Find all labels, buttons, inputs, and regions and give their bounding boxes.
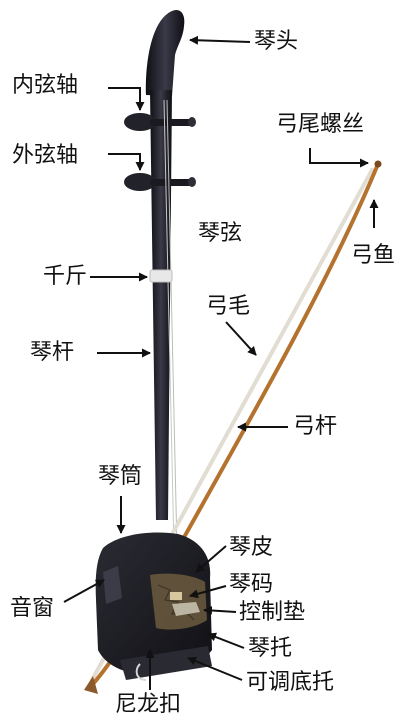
instrument-head: [145, 9, 185, 96]
arrow-qin-pi: [195, 545, 227, 573]
bow-frog: [84, 676, 98, 694]
arrow-gong-mao: [225, 321, 257, 356]
label-nei-xian-zhou: 内弦轴: [12, 73, 79, 98]
arrow-qin-ma: [189, 585, 227, 599]
label-gong-wei-luo-si: 弓尾螺丝: [276, 112, 365, 137]
label-ni-long-kou: 尼龙扣: [115, 692, 182, 717]
instrument-string-b: [166, 99, 179, 596]
instrument-bridge: [170, 592, 182, 600]
label-kong-zhi-dian: 控制垫: [239, 600, 306, 625]
label-qin-tong: 琴筒: [98, 464, 143, 489]
label-ke-tiao-di-tuo: 可调底托: [246, 670, 335, 695]
label-gong-mao: 弓毛: [206, 294, 251, 319]
arrow-wai-xian-zhou: [108, 153, 145, 171]
label-gong-yu: 弓鱼: [351, 243, 396, 268]
arrow-nei-xian-zhou: [108, 87, 145, 111]
instrument-base: [120, 646, 212, 680]
label-qin-ma: 琴码: [229, 572, 274, 597]
label-qin-tuo: 琴托: [248, 636, 293, 661]
nylon-loop: [135, 663, 147, 681]
label-qin-tou: 琴头: [254, 29, 299, 54]
label-wai-xian-zhou: 外弦轴: [12, 143, 79, 168]
instrument-string-a: [163, 99, 176, 596]
inner-tuning-peg: [124, 113, 196, 131]
outer-tuning-peg: [124, 173, 196, 191]
sound-window: [103, 566, 122, 604]
label-qin-pi: 琴皮: [229, 535, 274, 560]
label-qin-xian: 琴弦: [198, 221, 243, 246]
label-qin-gan: 琴杆: [30, 340, 75, 365]
arrow-qin-tou: [189, 35, 251, 45]
arrow-gong-wei-luo-si: [309, 148, 369, 168]
arrow-qin-tuo: [207, 632, 245, 649]
label-qian-jin: 千斤: [43, 264, 88, 289]
arrow-ke-tiao-di-tuo: [187, 656, 243, 681]
bow-screw: [374, 160, 382, 168]
control-pad: [172, 602, 200, 616]
arrow-kong-zhi-dian: [203, 606, 237, 615]
qianjin-wrap: [149, 269, 173, 283]
label-gong-gan: 弓杆: [293, 414, 338, 439]
arrow-yin-chuang: [63, 579, 105, 603]
label-yin-chuang: 音窗: [10, 596, 55, 621]
